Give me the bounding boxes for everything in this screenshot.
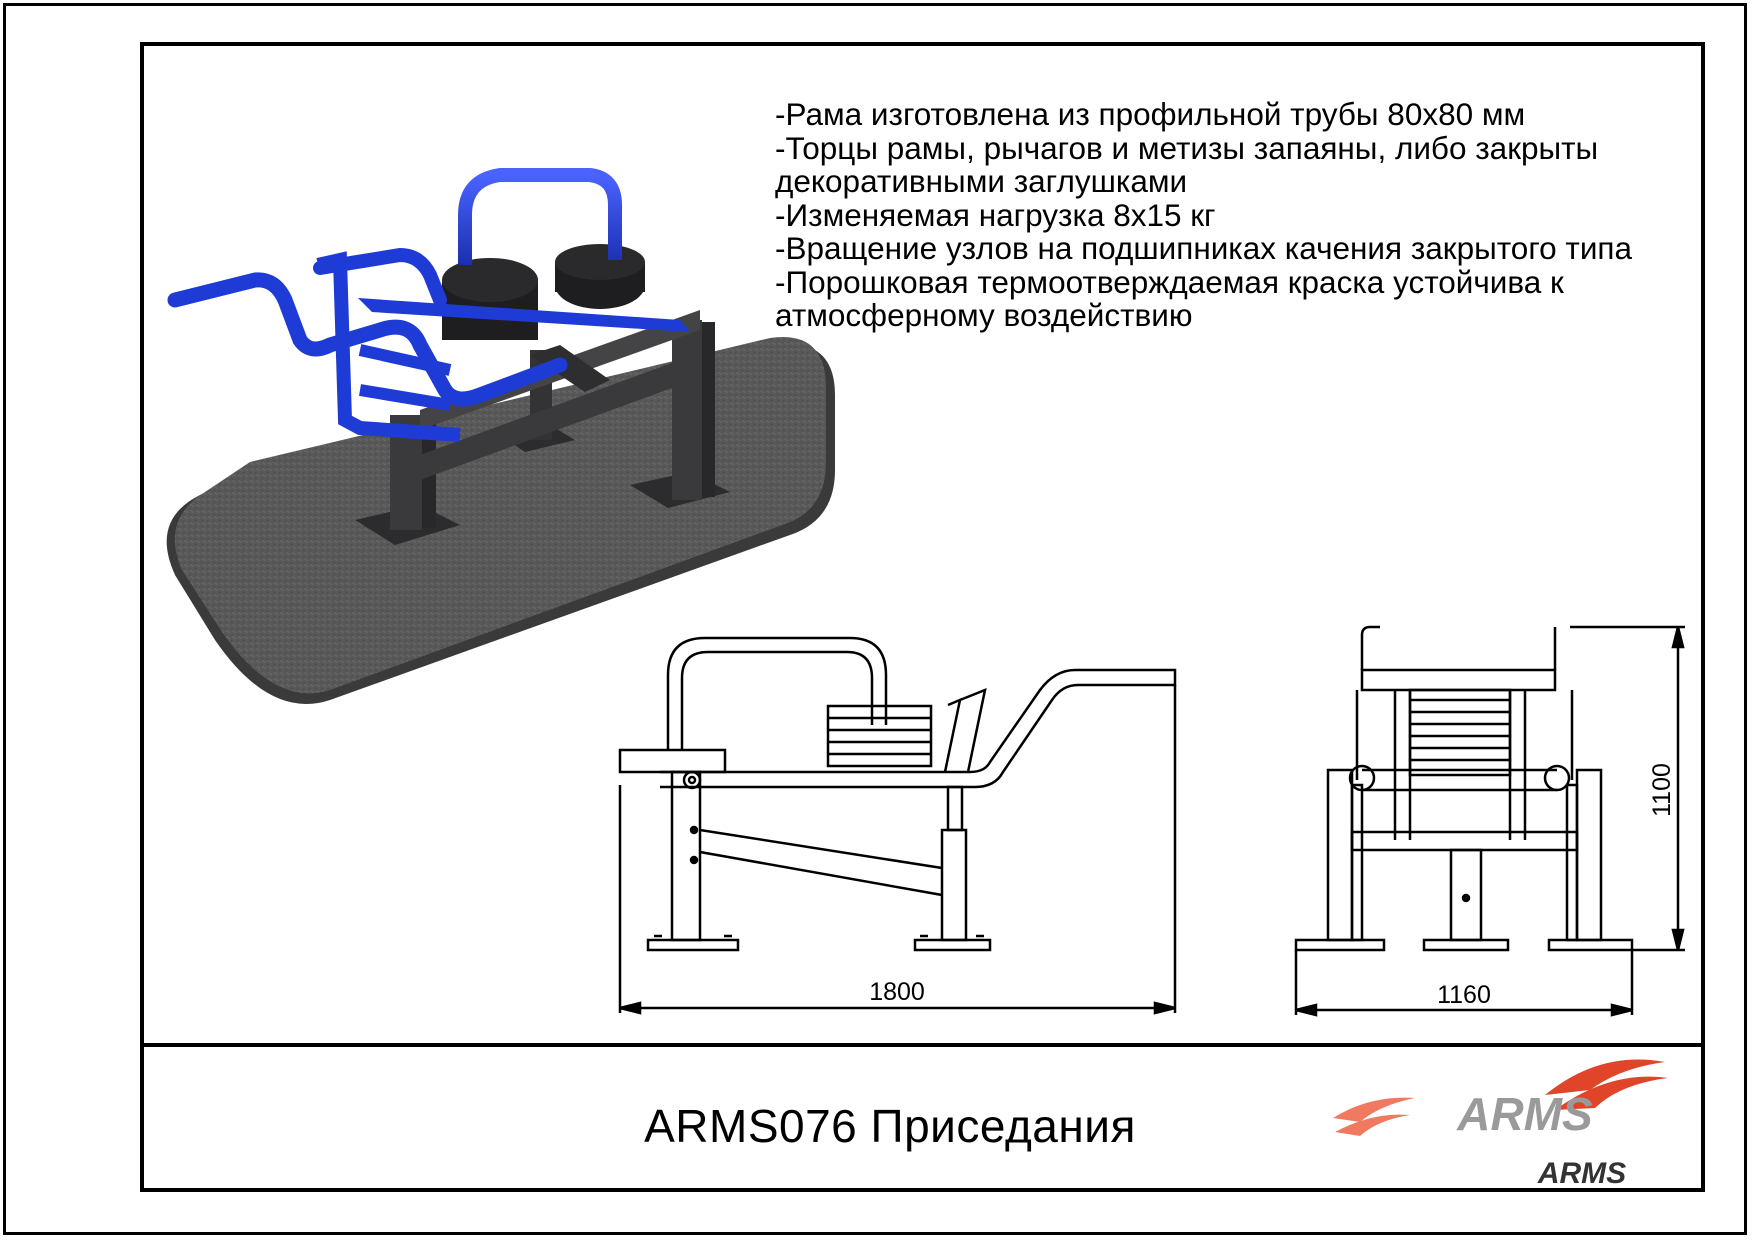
product-render	[166, 168, 835, 704]
logo-swoosh	[1545, 1059, 1665, 1095]
front-width-dimension: 1160	[1437, 981, 1491, 1009]
rubber-mat-top	[174, 337, 826, 694]
side-view	[618, 636, 1177, 1015]
spec-line-7: атмосферному воздействию	[775, 297, 1193, 333]
side-width-dimension: 1800	[869, 978, 925, 1006]
front-view	[1294, 625, 1685, 1017]
spec-line-2: -Торцы рамы, рычагов и метизы запаяны, л…	[775, 129, 1599, 166]
title-block-divider	[140, 1043, 1705, 1047]
arms-logo: ARMS ARMS	[1333, 1059, 1668, 1190]
spec-list: -Рама изготовлена из профильной трубы 80…	[775, 96, 1695, 333]
spec-line-5: -Вращение узлов на подшипниках качения з…	[775, 230, 1632, 266]
drawing-frame	[140, 42, 1705, 1192]
logo-caption: ARMS	[1537, 1157, 1626, 1190]
front-height-dimension: 1100	[1648, 763, 1676, 817]
spec-line-3: декоративными заглушками	[775, 163, 1188, 199]
spec-line-1: -Рама изготовлена из профильной трубы 80…	[775, 96, 1526, 132]
logo-wordmark: ARMS	[1456, 1088, 1593, 1140]
page-border	[3, 3, 1747, 1235]
spec-line-4: -Изменяемая нагрузка 8х15 кг	[775, 196, 1216, 233]
spec-line-6: -Порошковая термоотверждаемая краска уст…	[775, 263, 1564, 300]
product-title: ARMS076 Приседания	[644, 1100, 1136, 1152]
